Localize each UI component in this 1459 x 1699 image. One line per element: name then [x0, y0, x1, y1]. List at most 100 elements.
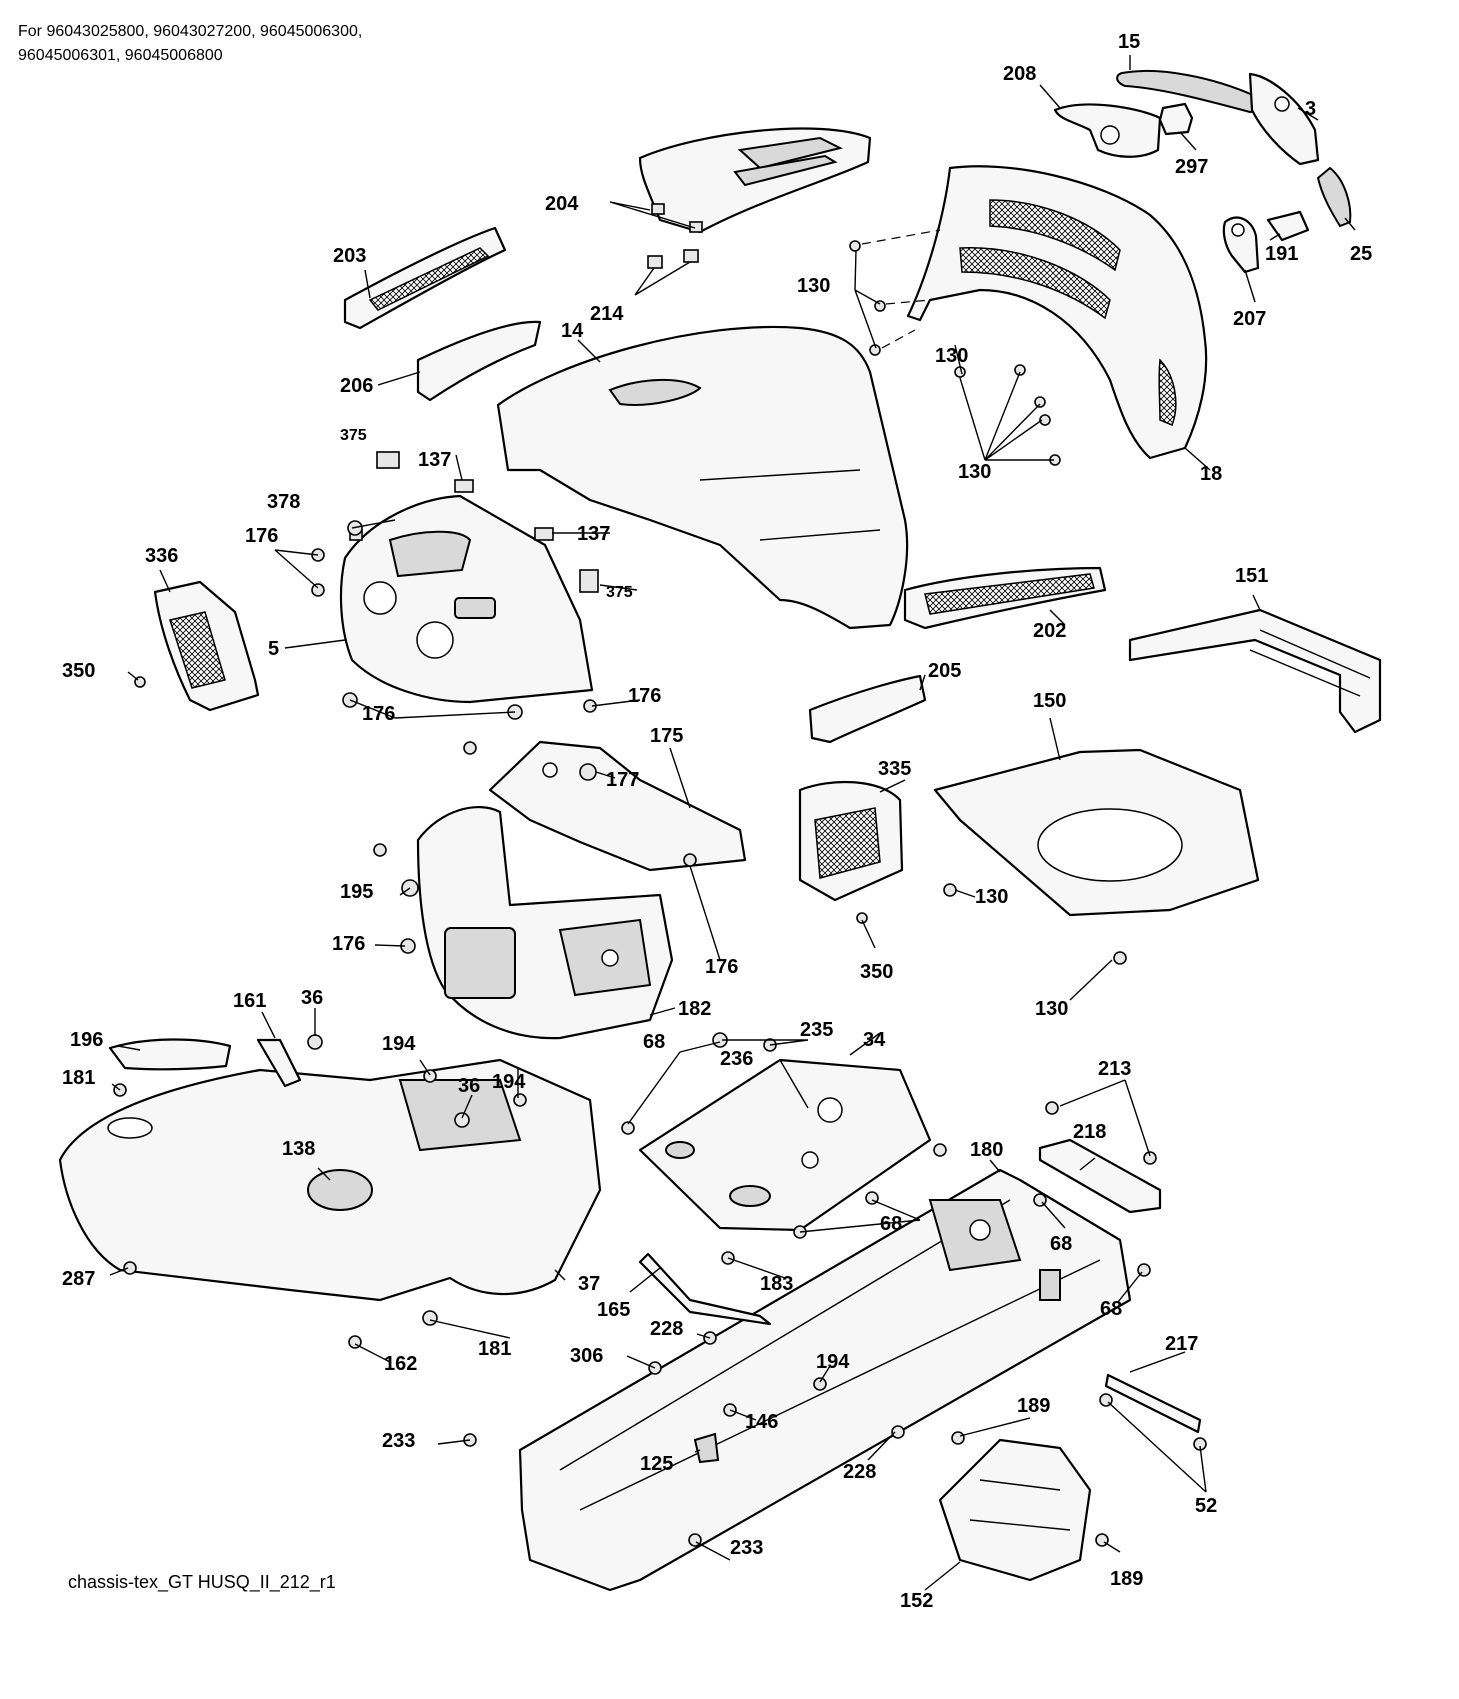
callout-217: 217 — [1165, 1333, 1198, 1355]
rod-165 — [638, 1252, 772, 1326]
tray-150 — [933, 748, 1260, 965]
callout-25: 25 — [1350, 243, 1372, 265]
callout-181: 181 — [478, 1338, 511, 1360]
headlight-207 — [1222, 216, 1260, 274]
callout-204: 204 — [545, 193, 579, 215]
callout-68: 68 — [1050, 1233, 1072, 1255]
screw-350 — [856, 912, 868, 924]
callout-236: 236 — [720, 1048, 753, 1070]
callout-137: 137 — [577, 523, 610, 545]
callout-161: 161 — [233, 990, 266, 1012]
callout-18: 18 — [1200, 463, 1222, 485]
misc-fasteners — [463, 1331, 905, 1547]
clip-297 — [1158, 102, 1194, 136]
drawing-reference: chassis-tex_GT HUSQ_II_212_r1 — [68, 1572, 336, 1592]
model-numbers-line-1: For 96043025800, 96043027200, 9604500630… — [18, 23, 363, 40]
callout-195: 195 — [340, 881, 373, 903]
callout-375: 375 — [340, 427, 367, 444]
leader-lines — [109, 55, 1356, 1591]
grille-insert-202 — [903, 566, 1107, 630]
callout-130: 130 — [975, 886, 1008, 908]
hood-top-panel-204 — [638, 127, 872, 234]
callout-125: 125 — [640, 1453, 673, 1475]
callout-37: 37 — [578, 1273, 600, 1295]
side-trim-203 — [343, 226, 507, 330]
callout-194: 194 — [492, 1071, 526, 1093]
callout-137: 137 — [418, 449, 451, 471]
bracket-218 — [1033, 1101, 1162, 1277]
callout-287: 287 — [62, 1268, 95, 1290]
hood-14 — [496, 325, 909, 630]
mounting-plate-34 — [621, 1032, 947, 1265]
callout-207: 207 — [1233, 308, 1266, 330]
trim-205 — [808, 674, 927, 744]
callout-194: 194 — [382, 1033, 416, 1055]
callout-378: 378 — [267, 491, 300, 513]
trim-strip-25 — [1316, 166, 1352, 228]
callout-205: 205 — [928, 660, 961, 682]
callout-3: 3 — [1305, 98, 1316, 120]
callout-176: 176 — [332, 933, 365, 955]
callout-130: 130 — [935, 345, 968, 367]
callout-336: 336 — [145, 545, 178, 567]
trim-161 — [256, 1038, 302, 1088]
side-trim-206 — [416, 320, 542, 402]
callout-52: 52 — [1195, 1495, 1217, 1517]
callout-177: 177 — [606, 769, 639, 791]
callout-176: 176 — [362, 703, 395, 725]
callout-36: 36 — [301, 987, 323, 1009]
bracket-208 — [1053, 103, 1162, 158]
callout-194: 194 — [816, 1351, 850, 1373]
callout-189: 189 — [1017, 1395, 1050, 1417]
trim-strip-15 — [1116, 70, 1260, 114]
callout-68: 68 — [643, 1031, 665, 1053]
callout-196: 196 — [70, 1029, 103, 1051]
callout-202: 202 — [1033, 620, 1066, 642]
callout-5: 5 — [268, 638, 279, 660]
callout-138: 138 — [282, 1138, 315, 1160]
callout-36: 36 — [458, 1075, 480, 1097]
lens-191 — [1266, 210, 1310, 242]
callout-180: 180 — [970, 1139, 1003, 1161]
callout-176: 176 — [245, 525, 278, 547]
callout-162: 162 — [384, 1353, 417, 1375]
callout-130: 130 — [958, 461, 991, 483]
dash-panel-5 — [311, 494, 597, 720]
model-number-header: For 96043025800, 96043027200, 9604500630… — [18, 20, 362, 68]
callout-165: 165 — [597, 1299, 630, 1321]
callout-68: 68 — [880, 1213, 902, 1235]
callout-218: 218 — [1073, 1121, 1106, 1143]
callout-151: 151 — [1235, 565, 1268, 587]
callout-206: 206 — [340, 375, 373, 397]
bracket-175 — [488, 740, 747, 872]
callout-235: 235 — [800, 1019, 833, 1041]
callout-68: 68 — [1100, 1298, 1122, 1320]
callout-130: 130 — [797, 275, 830, 297]
callout-228: 228 — [650, 1318, 683, 1340]
callout-14: 14 — [561, 320, 584, 342]
callout-34: 34 — [863, 1029, 886, 1051]
callout-228: 228 — [843, 1461, 876, 1483]
bracket-151 — [1128, 608, 1382, 734]
callout-203: 203 — [333, 245, 366, 267]
clip-214 — [647, 249, 699, 269]
callout-350: 350 — [860, 961, 893, 983]
pad-196 — [108, 1038, 232, 1071]
callout-335: 335 — [878, 758, 911, 780]
callout-150: 150 — [1033, 690, 1066, 712]
callout-306: 306 — [570, 1345, 603, 1367]
callout-175: 175 — [650, 725, 683, 747]
callout-176: 176 — [628, 685, 661, 707]
callout-189: 189 — [1110, 1568, 1143, 1590]
headlight-bezel-3 — [1248, 72, 1320, 166]
side-panel-335 — [798, 780, 904, 902]
callout-15: 15 — [1118, 31, 1140, 53]
callout-233: 233 — [730, 1537, 763, 1559]
callout-208: 208 — [1003, 63, 1036, 85]
callout-191: 191 — [1265, 243, 1298, 265]
callout-176: 176 — [705, 956, 738, 978]
pad-375 — [376, 451, 599, 593]
model-numbers-line-2: 96045006301, 96045006800 — [18, 47, 223, 64]
